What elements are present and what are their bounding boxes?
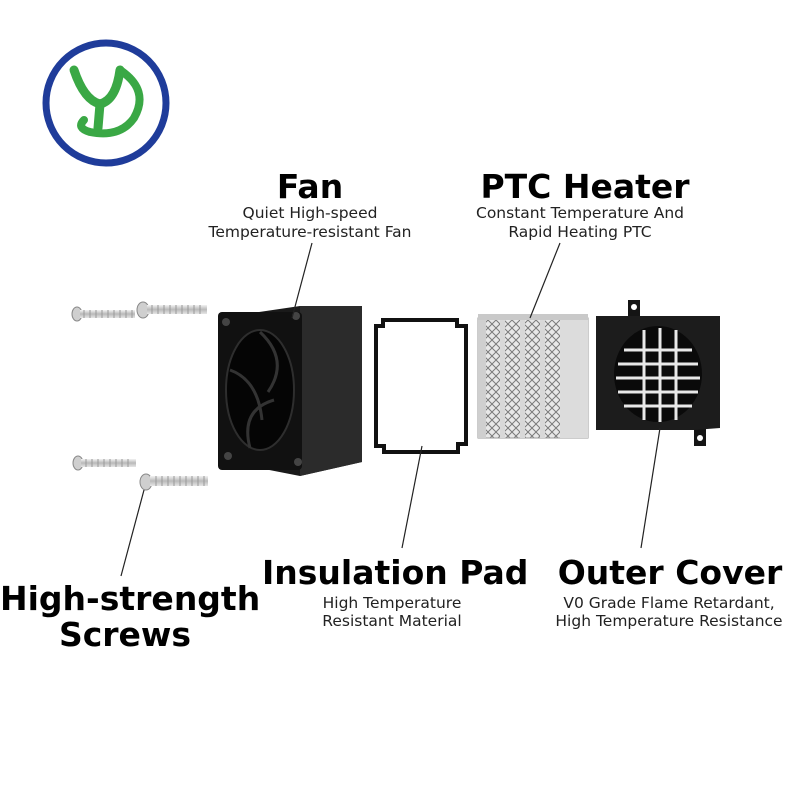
pad-leader-line: [401, 445, 423, 549]
ptc-desc-line1: Constant Temperature And: [476, 204, 684, 222]
fan-leader-line: [291, 242, 313, 319]
ptc-heater-illustration: [477, 314, 589, 439]
brand-logo: [42, 39, 170, 167]
cover-desc-line1: V0 Grade Flame Retardant,: [563, 594, 775, 612]
cover-desc-line2: High Temperature Resistance: [555, 612, 783, 630]
insulation-pad-illustration: [374, 318, 468, 454]
cover-title: Outer Cover: [557, 553, 783, 592]
pad-desc-line2: Resistant Material: [322, 612, 462, 630]
pad-title: Insulation Pad: [262, 553, 529, 592]
screws-title-line1: High-strength: [0, 579, 261, 618]
ptc-desc-line2: Rapid Heating PTC: [508, 223, 652, 241]
screws-leader-line: [120, 489, 145, 577]
cover-leader-line: [640, 427, 661, 549]
leader-lines: [120, 242, 661, 577]
screws-title-line2: Screws: [58, 615, 192, 654]
fan-desc-line2: Temperature-resistant Fan: [208, 223, 412, 241]
outer-cover-illustration: [596, 300, 720, 446]
fan-illustration: [218, 306, 362, 476]
ptc-title: PTC Heater: [480, 167, 690, 206]
screw-top-left: [71, 306, 135, 322]
screw-top-right: [136, 301, 207, 319]
fan-desc-line1: Quiet High-speed: [242, 204, 378, 222]
screw-bottom-left: [72, 455, 136, 471]
ptc-leader-line: [529, 242, 561, 319]
fan-title: Fan: [276, 167, 344, 206]
screw-bottom-right: [139, 473, 208, 491]
pad-desc-line1: High Temperature: [322, 594, 462, 612]
